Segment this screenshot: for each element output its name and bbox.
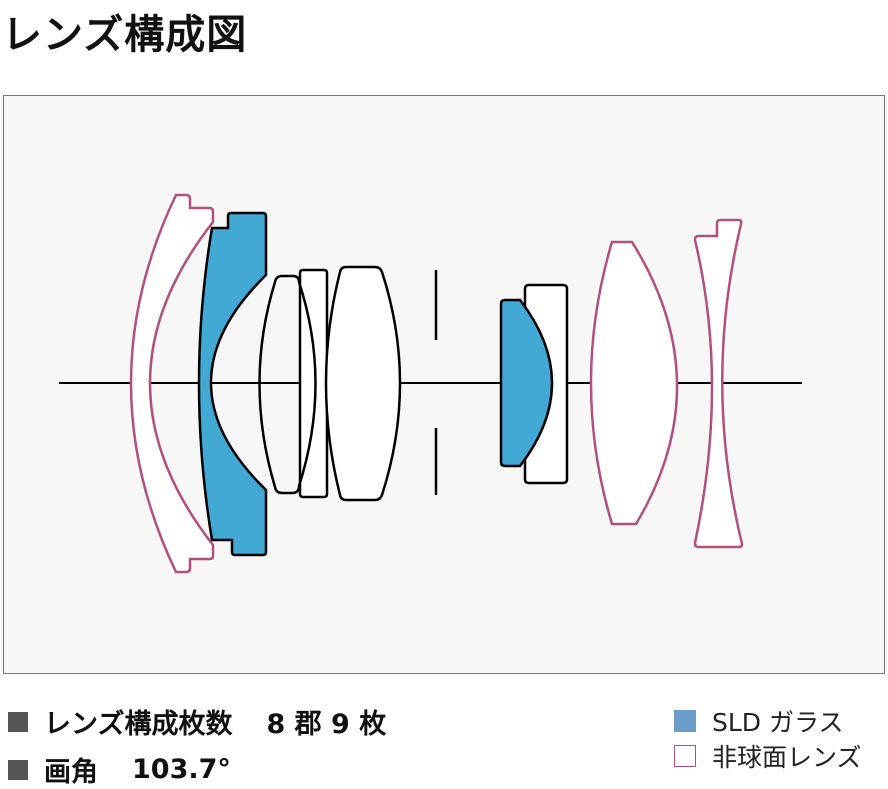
lens-8-aspheric	[589, 240, 679, 526]
page-title: レンズ構成図	[2, 12, 248, 58]
legend-sld: SLD ガラス	[674, 703, 844, 739]
lens-5	[324, 265, 402, 502]
angle-value: 103.7°	[132, 754, 231, 785]
bullet-icon	[8, 759, 28, 780]
spec-elements: レンズ構成枚数 8 郡 9 枚	[8, 702, 386, 741]
angle-label: 画角	[44, 757, 98, 788]
lens-9-aspheric	[693, 218, 744, 549]
lens-4	[298, 268, 329, 499]
sld-swatch-icon	[674, 710, 696, 732]
spec-angle: 画角 103.7°	[8, 750, 231, 789]
legend-aspheric-label: 非球面レンズ	[712, 743, 862, 772]
lens-3	[258, 274, 317, 495]
elements-value: 8 郡 9 枚	[266, 709, 387, 740]
lens-6-sld	[499, 298, 554, 468]
bullet-icon	[8, 711, 28, 732]
lens-2-sld	[197, 211, 268, 557]
lens-1-aspheric	[129, 193, 215, 574]
legend-aspheric: 非球面レンズ	[674, 738, 862, 774]
aspheric-swatch-icon	[674, 745, 696, 767]
elements-label: レンズ構成枚数	[44, 709, 233, 740]
legend-sld-label: SLD ガラス	[712, 708, 844, 737]
